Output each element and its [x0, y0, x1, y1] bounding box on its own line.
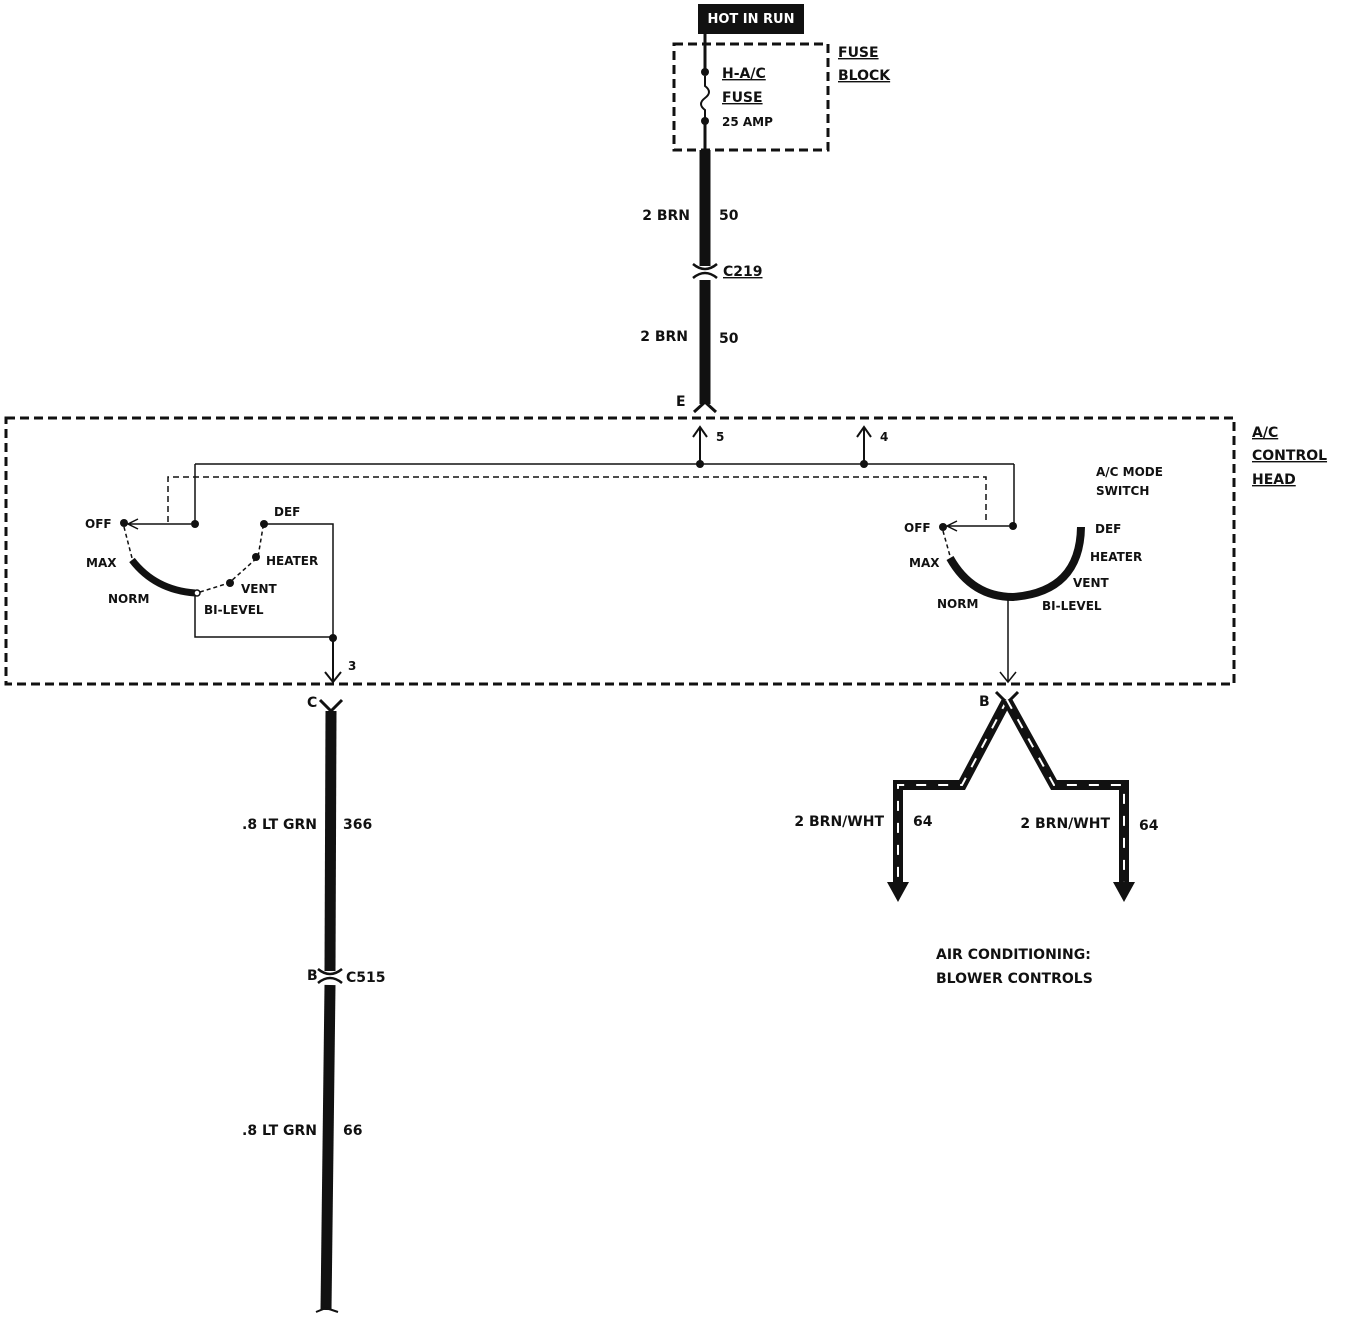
pin-3-label: 3	[348, 659, 356, 673]
mode-switch-def-label: DEF	[1095, 522, 1121, 536]
wire-50-upper-circuit: 50	[719, 208, 739, 224]
connector-c219-icon	[692, 263, 718, 279]
bus-node-pin-5	[696, 460, 704, 468]
terminal-b-left-label: B	[307, 968, 318, 984]
hot-in-run-label: HOT IN RUN	[707, 12, 794, 27]
mode-switch-dashed	[942, 530, 951, 557]
wire-64-left-stripe	[897, 699, 1008, 884]
mode-switch-output-arrow-icon	[999, 598, 1017, 684]
left-switch-dashed-lower	[199, 526, 264, 593]
mode-switch-title-line2: SWITCH	[1096, 484, 1149, 498]
fuse-block-title-line1: FUSE	[838, 45, 879, 61]
wire-50-lower-circuit: 50	[719, 331, 739, 347]
mode-switch-contact-arc	[946, 526, 1085, 602]
mode-switch-wiper-arrow-icon	[945, 520, 1009, 532]
pin-4-arrow-icon	[856, 425, 872, 465]
pin-5-label: 5	[716, 430, 724, 444]
wire-64-right-stripe	[1006, 699, 1125, 884]
mode-switch-off-contact	[939, 523, 947, 531]
wire-66	[320, 984, 336, 1311]
left-switch-norm-label: NORM	[108, 592, 149, 606]
left-switch-def-circuit	[264, 523, 334, 638]
left-switch-off-label: OFF	[85, 517, 112, 531]
mode-switch-vent-label: VENT	[1073, 576, 1110, 590]
left-switch-bilevel-circuit	[194, 596, 333, 638]
wire-66-gauge: .8 LT GRN	[242, 1123, 317, 1139]
wire-64-left-outer	[893, 697, 1012, 884]
left-switch-dashed-upper	[123, 526, 133, 559]
pin-4-label: 4	[880, 430, 888, 444]
terminal-e-connector-icon	[692, 399, 718, 414]
control-head-title-line3: HEAD	[1252, 472, 1296, 488]
mode-switch-max-label: MAX	[909, 556, 940, 570]
left-switch-vent-label: VENT	[241, 582, 278, 596]
left-switch-def-label: DEF	[274, 505, 300, 519]
pin-3-arrow-icon	[324, 638, 342, 684]
terminal-b-right-label: B	[979, 694, 990, 710]
left-switch-heater-contact	[252, 553, 260, 561]
hot-in-run-badge	[698, 4, 804, 34]
left-switch-contact-arc	[129, 557, 196, 597]
mechanical-link-dashed	[167, 476, 987, 523]
terminal-c-connector-icon	[318, 698, 344, 714]
left-switch-max-label: MAX	[86, 556, 117, 570]
terminal-e-label: E	[676, 394, 686, 410]
wire-64-left-circuit: 64	[913, 814, 933, 830]
wire-366-circuit: 366	[343, 817, 372, 833]
mode-switch-norm-label: NORM	[937, 597, 978, 611]
mode-switch-title-line1: A/C MODE	[1096, 465, 1163, 479]
wire-50-upper-gauge: 2 BRN	[642, 208, 690, 224]
wire-64-right-arrow-icon	[1113, 882, 1135, 902]
left-switch-off-contact	[120, 519, 128, 527]
wire-66-circuit: 66	[343, 1123, 362, 1139]
left-switch-wiper-arrow-icon	[126, 518, 191, 530]
wire-66-end-icon	[315, 1306, 339, 1313]
wire-50-lower-gauge: 2 BRN	[640, 329, 688, 345]
connector-c515-icon	[317, 968, 343, 984]
wire-64-right-outer	[1002, 697, 1129, 884]
footer-title-line1: AIR CONDITIONING:	[936, 947, 1091, 963]
wire-64-right-circuit: 64	[1139, 818, 1159, 834]
wire-64-right-gauge: 2 BRN/WHT	[1020, 816, 1110, 832]
control-head-title-line1: A/C	[1252, 425, 1278, 441]
left-switch-bilevel-label: BI-LEVEL	[204, 603, 264, 617]
left-switch-vent-contact	[226, 579, 234, 587]
left-switch-heater-label: HEATER	[266, 554, 318, 568]
control-head-title-line2: CONTROL	[1252, 448, 1327, 464]
left-switch-pivot	[191, 520, 199, 528]
bus-node-pin-4	[860, 460, 868, 468]
mode-switch-bilevel-label: BI-LEVEL	[1042, 599, 1102, 613]
wire-64-left-arrow-icon	[887, 882, 909, 902]
pin-5-arrow-icon	[692, 425, 708, 465]
fuse-block-title-line2: BLOCK	[838, 68, 891, 84]
footer-title-line2: BLOWER CONTROLS	[936, 971, 1093, 987]
control-head-outline	[4, 416, 1236, 686]
fuse-element-icon	[700, 76, 710, 120]
fuse-name-line2: FUSE	[722, 90, 763, 106]
fuse-terminal-top	[701, 68, 709, 76]
mode-switch-pivot	[1009, 522, 1017, 530]
wire-366-gauge: .8 LT GRN	[242, 817, 317, 833]
fuse-block-outline	[672, 42, 830, 152]
mode-switch-heater-label: HEATER	[1090, 550, 1142, 564]
fuse-rating: 25 AMP	[722, 115, 773, 129]
wire-64-left-gauge: 2 BRN/WHT	[794, 814, 884, 830]
mode-switch-off-label: OFF	[904, 521, 931, 535]
left-switch-bilevel-node	[193, 589, 201, 597]
fuse-name-line1: H-A/C	[722, 66, 766, 82]
terminal-c-label: C	[307, 695, 317, 711]
connector-c515-label: C515	[346, 970, 386, 986]
wire-366	[324, 710, 337, 972]
connector-c219-label: C219	[723, 264, 763, 280]
